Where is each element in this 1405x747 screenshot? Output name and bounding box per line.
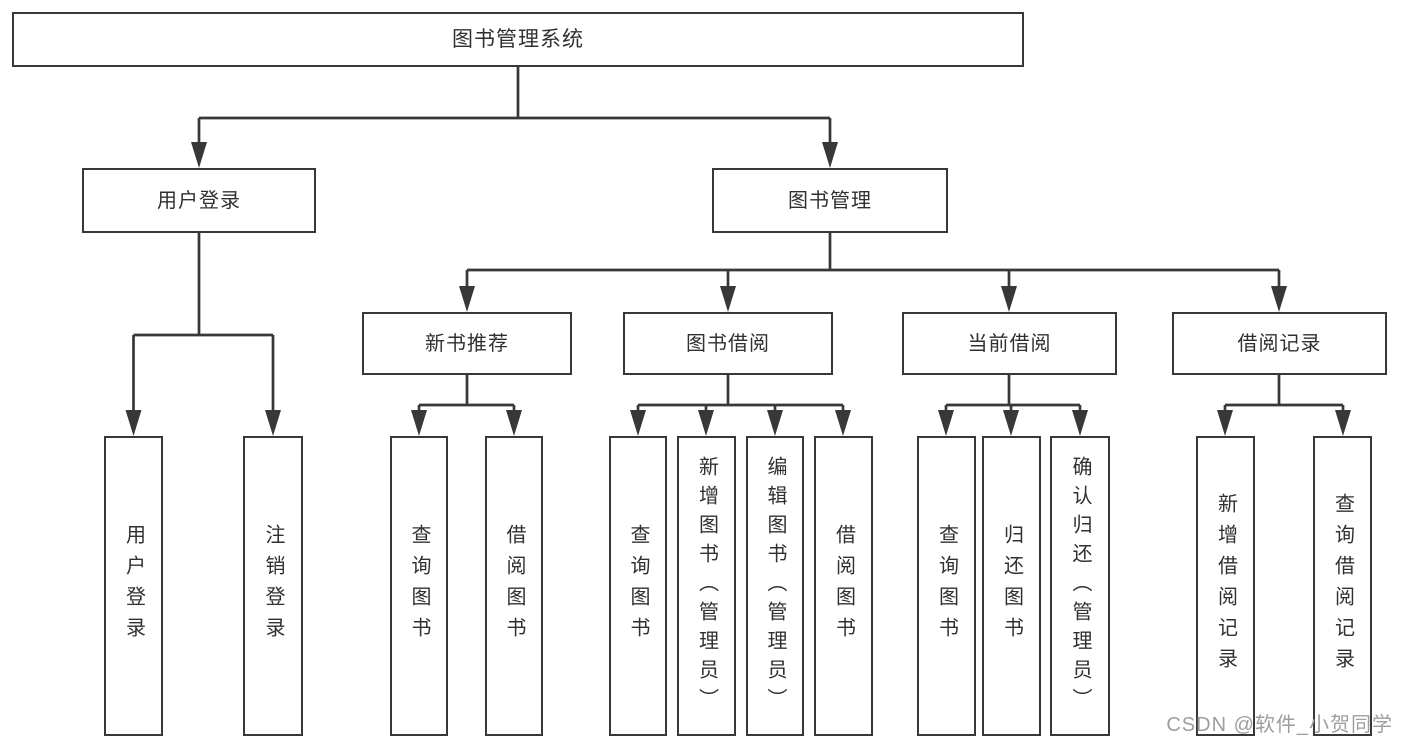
node-library-management-system: 图书管理系统 <box>12 12 1024 67</box>
node-leaf-edit-books-admin: 编辑图书（管理员） <box>746 436 804 736</box>
node-leaf-confirm-return-admin: 确认归还（管理员） <box>1050 436 1110 736</box>
node-current-borrowing: 当前借阅 <box>902 312 1117 375</box>
node-leaf-query-books-borrow: 查询图书 <box>609 436 667 736</box>
node-new-book-recommend: 新书推荐 <box>362 312 572 375</box>
node-leaf-borrow-books: 借阅图书 <box>814 436 873 736</box>
node-leaf-query-books-current: 查询图书 <box>917 436 976 736</box>
node-leaf-return-books: 归还图书 <box>982 436 1041 736</box>
node-leaf-add-borrow-record: 新增借阅记录 <box>1196 436 1255 736</box>
node-user-login-group: 用户登录 <box>82 168 316 233</box>
node-leaf-borrow-books-recommend: 借阅图书 <box>485 436 543 736</box>
node-leaf-logout: 注销登录 <box>243 436 303 736</box>
node-leaf-query-books-recommend: 查询图书 <box>390 436 448 736</box>
node-leaf-user-login: 用户登录 <box>104 436 163 736</box>
node-leaf-add-books-admin: 新增图书（管理员） <box>677 436 736 736</box>
csdn-watermark: CSDN @软件_小贺同学 <box>1166 714 1393 736</box>
node-book-borrowing: 图书借阅 <box>623 312 833 375</box>
node-leaf-query-borrow-record: 查询借阅记录 <box>1313 436 1372 736</box>
node-borrowing-records: 借阅记录 <box>1172 312 1387 375</box>
node-book-management: 图书管理 <box>712 168 948 233</box>
